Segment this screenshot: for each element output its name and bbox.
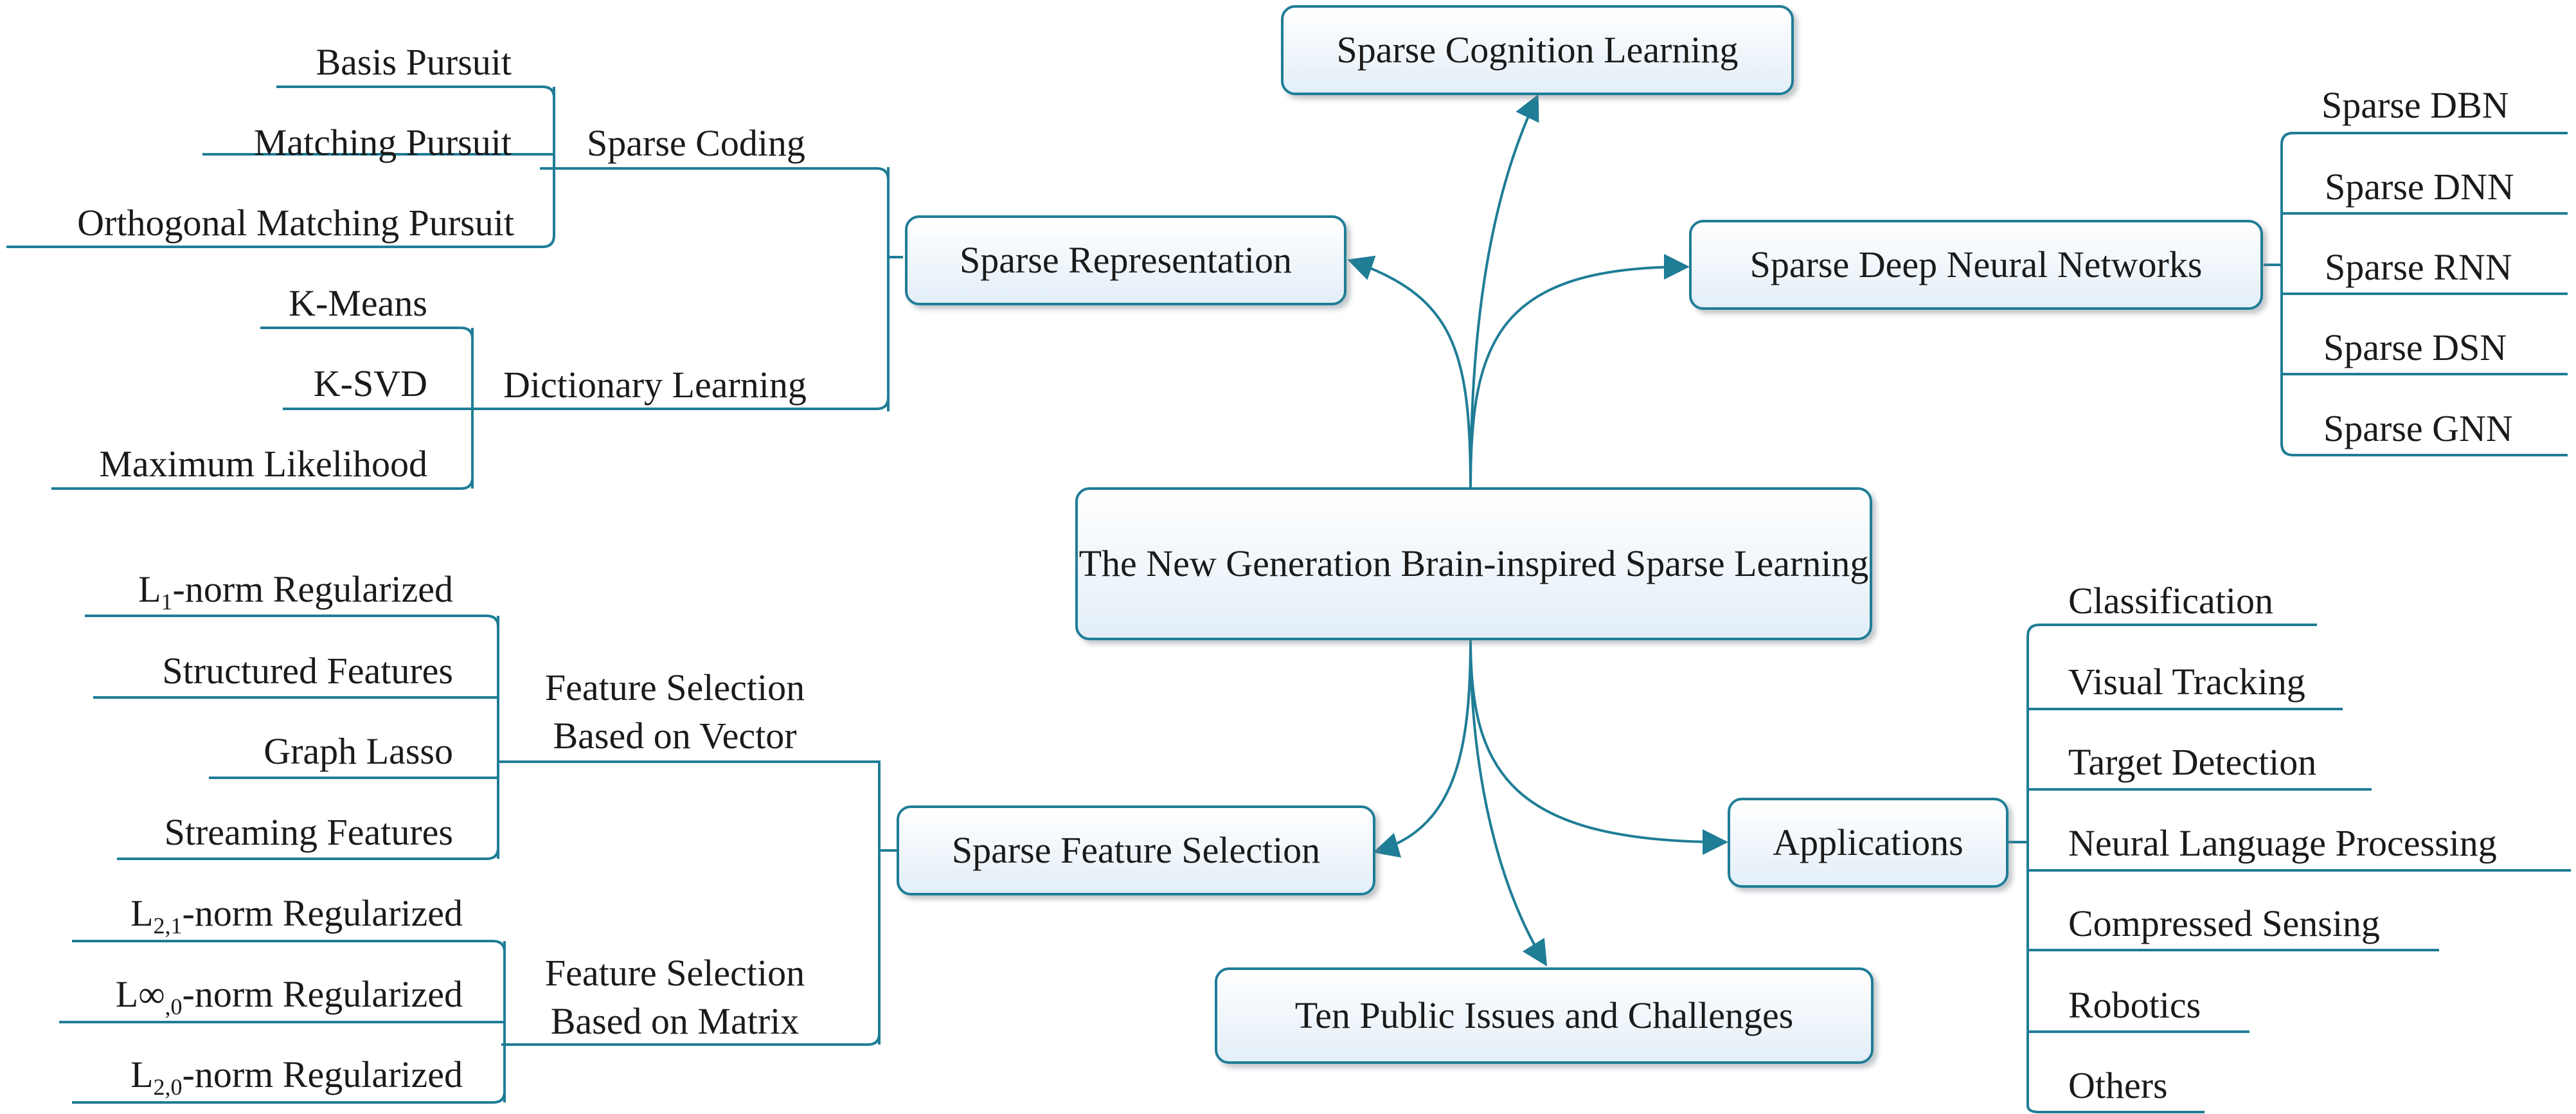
text-base: L [138,568,161,610]
leaf-linf0-norm-regularized: L∞,0-norm Regularized [115,973,463,1020]
central-node: The New Generation Brain-inspired Sparse… [1075,487,1872,640]
leaf-classification: Classification [2068,580,2273,622]
leaf-compressed-sensing: Compressed Sensing [2068,903,2380,944]
leaf-sparse-dbn: Sparse DBN [2321,84,2509,126]
label-line: Based on Vector [553,715,797,757]
node-sparse-feature-selection: Sparse Feature Selection [897,805,1375,895]
leaf-robotics: Robotics [2068,984,2201,1026]
text-rest: -norm Regularized [182,973,463,1015]
central-node-label: The New Generation Brain-inspired Sparse… [1078,543,1869,585]
leaf-streaming-features: Streaming Features [164,811,453,853]
node-label: Applications [1773,822,1963,864]
label-line: Feature Selection [544,667,805,708]
leaf-l21-norm-regularized: L2,1-norm Regularized [130,892,463,939]
leaf-visual-tracking: Visual Tracking [2068,661,2305,703]
leaf-sparse-dnn: Sparse DNN [2325,166,2514,208]
text-base: L∞ [115,973,165,1015]
leaf-structured-features: Structured Features [162,650,453,692]
label-feature-selection-vector: Feature Selection Based on Vector [527,663,823,760]
leaf-matching-pursuit: Matching Pursuit [253,121,512,163]
label-line: Feature Selection [544,952,805,994]
leaf-l1-norm-regularized: L1-norm Regularized [138,568,453,615]
leaf-neural-language-processing: Neural Language Processing [2068,822,2497,864]
leaf-basis-pursuit: Basis Pursuit [316,41,512,83]
node-sparse-deep-neural-networks: Sparse Deep Neural Networks [1689,220,2263,310]
leaf-k-means: K-Means [289,282,427,324]
text-rest: -norm Regularized [172,568,453,610]
label-line: Based on Matrix [550,1000,800,1043]
node-sparse-cognition-learning: Sparse Cognition Learning [1281,5,1794,95]
arrow-to-sparse-representation [1347,255,1472,489]
leaf-maximum-likelihood: Maximum Likelihood [99,443,427,485]
text-rest: -norm Regularized [182,892,463,934]
leaf-sparse-rnn: Sparse RNN [2325,246,2512,288]
arrow-to-applications [1469,639,1728,855]
node-label: Sparse Representation [959,239,1292,282]
node-applications: Applications [1728,798,2008,888]
leaf-target-detection: Target Detection [2068,741,2317,783]
node-label: Sparse Feature Selection [951,829,1321,872]
leaf-l20-norm-regularized: L2,0-norm Regularized [130,1056,463,1099]
arrow-to-ten-issues [1469,639,1548,967]
node-ten-public-issues: Ten Public Issues and Challenges [1215,967,1874,1064]
arrow-to-sparse-feature-selection [1373,639,1472,858]
node-label: Sparse Deep Neural Networks [1749,244,2203,286]
label-sparse-coding: Sparse Coding [587,122,805,164]
text-subscript: 1 [161,589,173,615]
leaf-orthogonal-matching-pursuit: Orthogonal Matching Pursuit [77,202,514,244]
leaf-sparse-gnn: Sparse GNN [2323,408,2513,449]
node-label: Ten Public Issues and Challenges [1294,994,1794,1037]
text-subscript: ,0 [165,994,183,1020]
leaf-k-svd: K-SVD [313,363,427,404]
label-dictionary-learning: Dictionary Learning [503,364,807,406]
text-subscript: 2,0 [153,1074,183,1100]
arrow-to-sparse-cognition [1469,94,1539,489]
node-sparse-representation: Sparse Representation [905,215,1346,305]
text-base: L [130,1054,154,1095]
leaf-others: Others [2068,1065,2168,1106]
arrow-to-sparse-dnn [1469,254,1690,489]
text-subscript: 2,1 [153,913,183,939]
text-rest: -norm Regularized [182,1054,463,1095]
leaf-graph-lasso: Graph Lasso [264,730,453,772]
label-feature-selection-matrix: Feature Selection Based on Matrix [527,949,823,1046]
text-base: L [130,892,154,934]
node-label: Sparse Cognition Learning [1336,29,1739,71]
leaf-sparse-dsn: Sparse DSN [2323,327,2507,368]
